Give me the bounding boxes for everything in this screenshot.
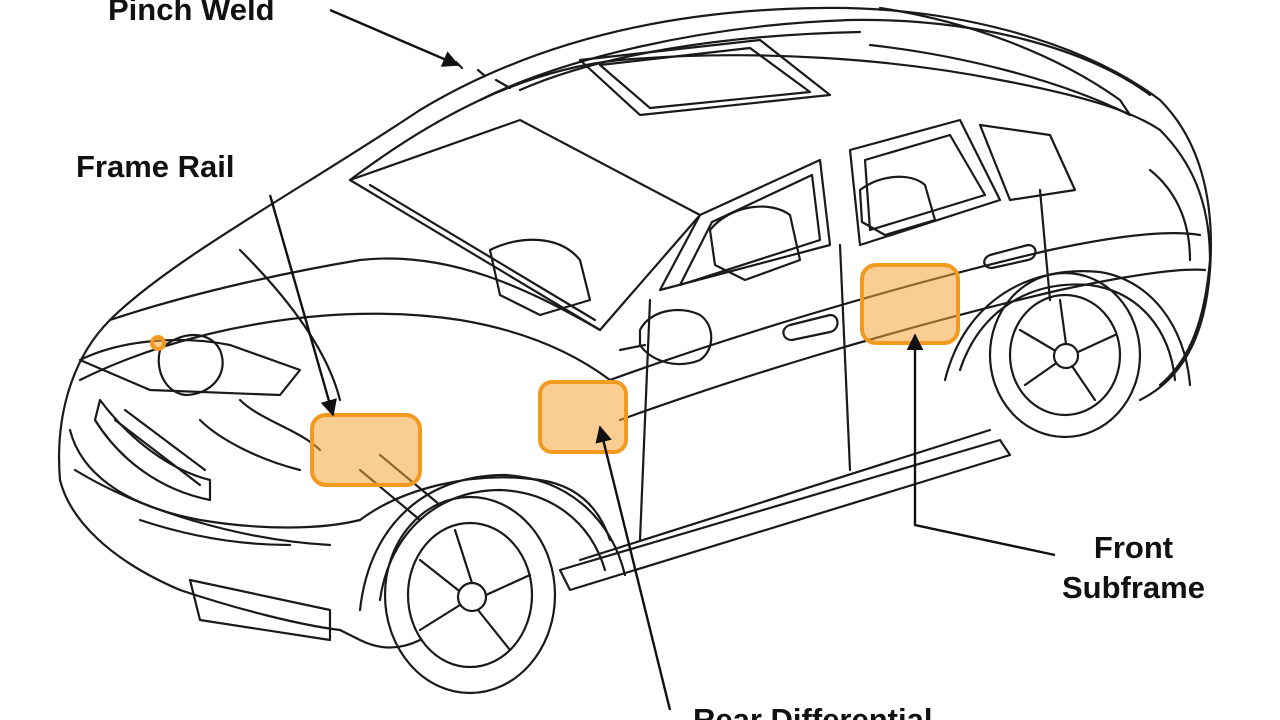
callout-label-pinch-weld: Pinch Weld: [108, 0, 275, 27]
car-body: [57, 6, 1213, 695]
arrow-pinch-weld: [329, 8, 460, 67]
callout-label-front-subframe-line1: Front: [1093, 530, 1174, 565]
arrow-frame-rail: [268, 194, 337, 417]
lift-point-engine: [150, 335, 166, 351]
callout-label-front-subframe-line2: Subframe: [1062, 570, 1205, 606]
callout-label-rear-differential: Rear Differential: [693, 702, 933, 720]
lift-point-frame-rail: [310, 413, 422, 487]
callout-label-frame-rail: Frame Rail: [76, 149, 235, 184]
lift-point-sill-rear: [860, 263, 960, 345]
lift-point-sill-front: [538, 380, 628, 454]
arrow-front-subframe: [906, 333, 1056, 557]
lift-point-highlights: [150, 263, 960, 487]
arrow-rear-differential: [595, 425, 672, 711]
callout-label-front-subframe: Front Subframe: [1062, 528, 1205, 609]
callout-arrows: [268, 8, 1056, 711]
